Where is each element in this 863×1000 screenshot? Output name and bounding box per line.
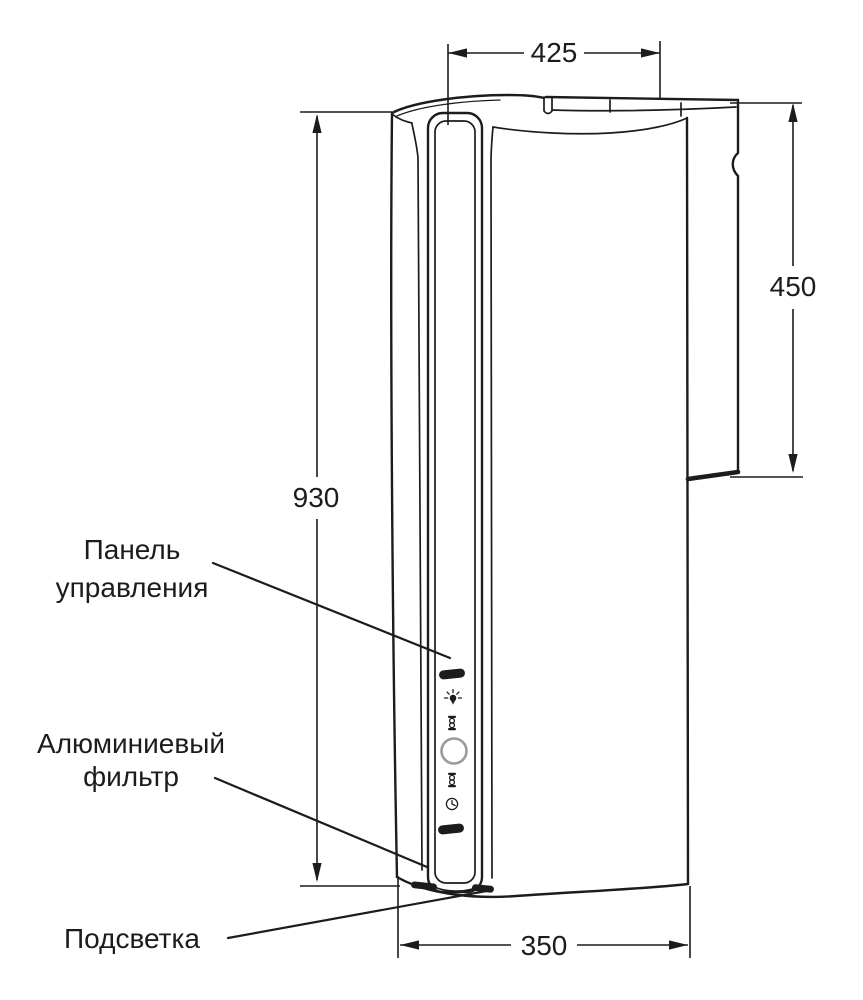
arrowhead-left: [448, 48, 467, 58]
dimension-left-height: 930: [293, 111, 400, 887]
top-rim-notch: [543, 96, 553, 115]
arrowhead-bottom: [312, 863, 322, 882]
label-aluminum-filter-line1: Алюминиевый: [37, 728, 225, 759]
arrowhead-top: [788, 103, 798, 122]
panel-end-cap-top: [439, 668, 465, 680]
dim-bottom-width-value: 350: [521, 930, 568, 961]
rear-mounting-panel: [544, 95, 741, 482]
leader-line-backlight: [226, 888, 494, 940]
body-left-edge: [390, 112, 399, 879]
aluminum-filter-edge: [411, 881, 437, 891]
rear-panel-right-edge: [731, 98, 740, 473]
dimension-bottom-width: 350: [397, 876, 691, 961]
hood-body: [390, 93, 690, 899]
leader-line-aluminum-filter: [213, 776, 429, 869]
callouts: Панель управления Алюминиевый фильтр Под…: [37, 534, 494, 954]
top-rim-front-left: [391, 113, 413, 124]
channel-right-line: [490, 126, 494, 879]
top-rim-inner-arc: [396, 99, 501, 117]
body-right-edge: [685, 116, 690, 886]
rear-panel-bottom-edge: [685, 469, 741, 482]
leader-line-control-panel: [211, 561, 452, 660]
dim-right-height-value: 450: [770, 271, 817, 302]
arrowhead-bottom: [788, 454, 798, 473]
arrowhead-right: [669, 940, 688, 950]
fan-speed-icon-upper: [448, 715, 456, 731]
bottom-trim-line: [436, 887, 474, 892]
light-icon: [443, 688, 463, 705]
arrowhead-top: [312, 114, 322, 133]
panel-glass: [434, 120, 476, 884]
dim-left-height-value: 930: [293, 482, 340, 513]
channel-left-line: [411, 123, 423, 871]
dim-top-width-value: 425: [531, 37, 578, 68]
rear-panel-top-edge: [544, 95, 740, 102]
arrowhead-right: [641, 48, 660, 58]
arrowhead-left: [400, 940, 419, 950]
label-aluminum-filter-line2: фильтр: [83, 761, 179, 792]
dimension-top-width: 425: [447, 37, 661, 125]
fan-speed-icon-lower: [448, 772, 456, 788]
label-control-panel-line2: управления: [56, 572, 209, 603]
rear-panel-top-band: [551, 106, 737, 112]
panel-housing: [426, 111, 484, 894]
dimension-right-height: 450: [730, 102, 817, 478]
top-rim-back-arc: [390, 93, 546, 115]
timer-icon: [445, 797, 459, 811]
top-rim-front-right: [492, 117, 688, 135]
label-backlight: Подсветка: [64, 923, 200, 954]
panel-end-cap-bottom: [438, 823, 464, 835]
body-bottom-edge: [395, 875, 690, 899]
control-panel-strip: [426, 111, 484, 894]
label-control-panel-line1: Панель: [84, 534, 181, 565]
power-button-ring: [440, 737, 468, 765]
